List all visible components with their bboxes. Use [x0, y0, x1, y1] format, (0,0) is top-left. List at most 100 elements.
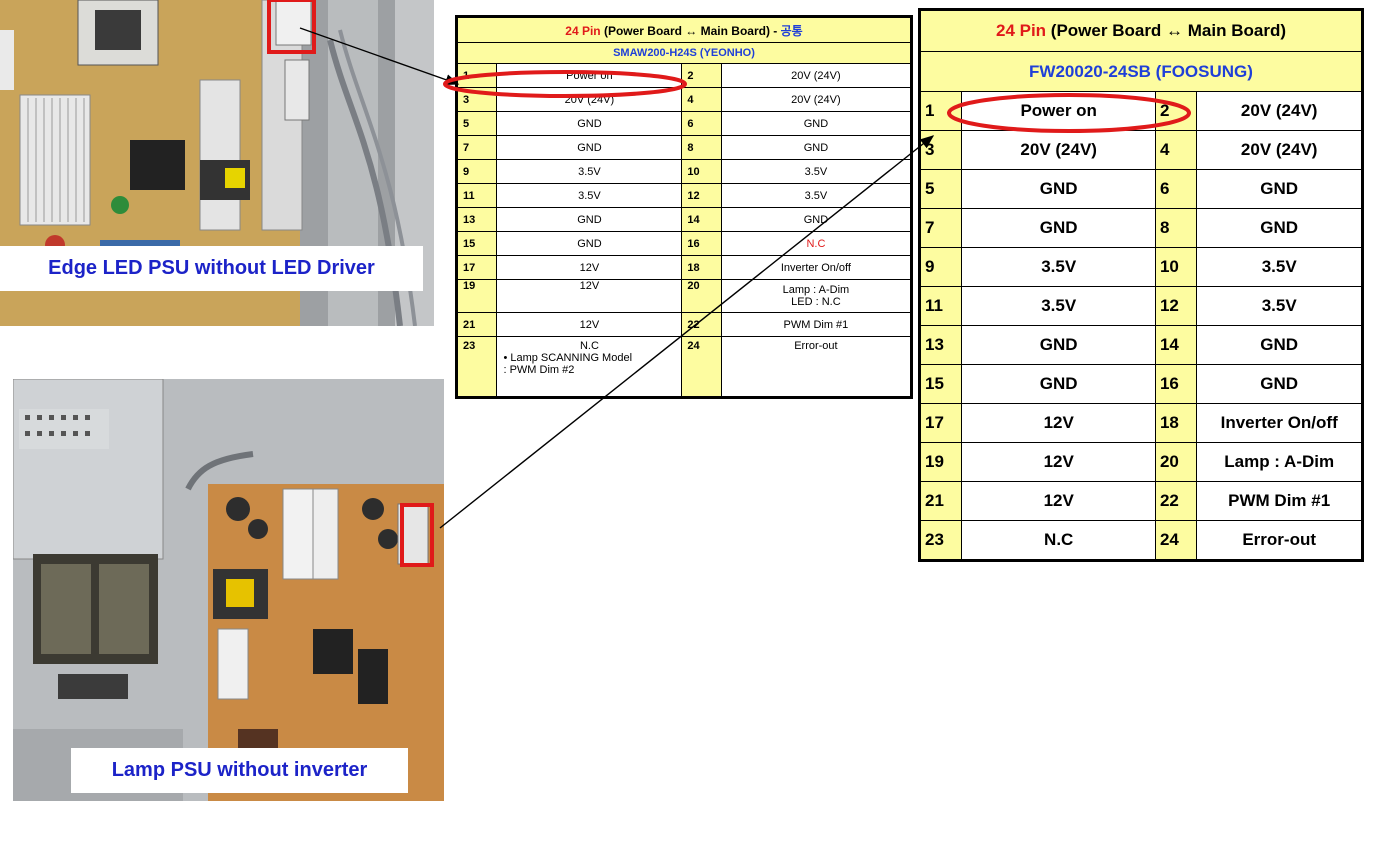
- text-span: (Power Board ↔ Main Board): [1046, 21, 1286, 40]
- lamp-psu-label: Lamp PSU without inverter: [71, 748, 408, 793]
- pin-signal-cell: N.C: [720, 231, 913, 256]
- pin-signal-cell: Inverter On/off: [1196, 403, 1363, 443]
- pin-number-cell: 22: [681, 312, 722, 337]
- lamp-psu-board-image: [13, 379, 444, 801]
- pin-number-cell: 20: [1154, 442, 1198, 482]
- pin-number-cell: 10: [681, 159, 722, 184]
- pin-signal-cell: 20V (24V): [1196, 130, 1363, 170]
- pin-number-cell: 18: [681, 255, 722, 280]
- foosung-pin-table: 24 Pin (Power Board ↔ Main Board) FW2002…: [918, 8, 1364, 562]
- pin-signal-cell: 3.5V: [496, 159, 683, 184]
- foosung-table-title: 24 Pin (Power Board ↔ Main Board): [919, 9, 1363, 52]
- pin-signal-cell: Power on: [496, 63, 683, 88]
- pin-signal-cell: 12V: [496, 279, 683, 313]
- pin-signal-cell: Error-out: [1196, 520, 1363, 561]
- pin-number-cell: 10: [1154, 247, 1198, 287]
- connector-highlight-box-lower: [400, 503, 434, 567]
- pin-signal-cell: PWM Dim #1: [1196, 481, 1363, 521]
- pin-number-cell: 12: [1154, 286, 1198, 326]
- pin-signal-cell: GND: [720, 135, 913, 160]
- pin-signal-cell: 3.5V: [496, 183, 683, 208]
- pin-number-cell: 16: [1154, 364, 1198, 404]
- pin-signal-cell: 12V: [961, 442, 1156, 482]
- pin-number-cell: 2: [681, 63, 722, 88]
- pin-signal-cell: GND: [961, 364, 1156, 404]
- pin-signal-cell: GND: [496, 207, 683, 232]
- pin-number-cell: 11: [455, 183, 498, 208]
- pin-signal-cell: GND: [496, 231, 683, 256]
- pin-signal-cell: N.C: [961, 520, 1156, 561]
- lamp-psu-photo: Lamp PSU without inverter: [13, 379, 444, 801]
- pin-signal-cell: GND: [1196, 364, 1363, 404]
- pin-signal-cell: 20V (24V): [961, 130, 1156, 170]
- edge-led-psu-label: Edge LED PSU without LED Driver: [0, 246, 423, 291]
- foosung-table-subtitle: FW20020-24SB (FOOSUNG): [919, 51, 1363, 92]
- pin-number-cell: 18: [1154, 403, 1198, 443]
- pin-signal-cell: 3.5V: [1196, 286, 1363, 326]
- text-span: • Lamp SCANNING Model: [503, 352, 633, 364]
- text-span: N.C: [579, 340, 599, 352]
- connector-highlight-box: [267, 0, 316, 54]
- pin-number-cell: 15: [918, 364, 963, 404]
- pin-number-cell: 17: [455, 255, 498, 280]
- pin-number-cell: 17: [918, 403, 963, 443]
- pin-number-cell: 11: [918, 286, 963, 326]
- text-span: LED : N.C: [791, 296, 841, 308]
- pin-signal-cell: 3.5V: [1196, 247, 1363, 287]
- pin-number-cell: 21: [455, 312, 498, 337]
- pin-number-cell: 3: [455, 87, 498, 112]
- pin-signal-cell: Error-out: [720, 336, 913, 398]
- pin-number-cell: 3: [918, 130, 963, 170]
- pin-number-cell: 9: [455, 159, 498, 184]
- pin-signal-cell: 3.5V: [961, 286, 1156, 326]
- pin-signal-cell: GND: [720, 207, 913, 232]
- pin-number-cell: 16: [681, 231, 722, 256]
- pin-number-cell: 14: [681, 207, 722, 232]
- text-span: (Power Board ↔ Main Board) -: [600, 23, 781, 38]
- pin-signal-cell: 20V (24V): [720, 87, 913, 112]
- pin-signal-cell: 20V (24V): [496, 87, 683, 112]
- pin-number-cell: 21: [918, 481, 963, 521]
- pin-number-cell: 1: [918, 91, 963, 131]
- pin-signal-cell: 3.5V: [720, 183, 913, 208]
- pin-number-cell: 9: [918, 247, 963, 287]
- text-span: 공통: [780, 23, 803, 38]
- pin-signal-cell: 3.5V: [720, 159, 913, 184]
- yeonho-table-title: 24 Pin (Power Board ↔ Main Board) - 공통: [456, 16, 912, 43]
- pin-signal-cell: GND: [961, 208, 1156, 248]
- pin-signal-cell: GND: [961, 325, 1156, 365]
- pin-number-cell: 19: [455, 279, 498, 313]
- pin-number-cell: 24: [1154, 520, 1198, 561]
- pin-signal-cell: GND: [1196, 325, 1363, 365]
- yeonho-pin-table: 24 Pin (Power Board ↔ Main Board) - 공통 S…: [455, 15, 913, 399]
- pin-signal-cell: N.C• Lamp SCANNING Model: PWM Dim #2: [496, 336, 683, 398]
- pin-number-cell: 7: [455, 135, 498, 160]
- pin-signal-cell: GND: [496, 135, 683, 160]
- pin-signal-cell: 12V: [961, 481, 1156, 521]
- pin-number-cell: 6: [681, 111, 722, 136]
- pin-number-cell: 5: [918, 169, 963, 209]
- pin-signal-cell: 12V: [496, 255, 683, 280]
- pin-number-cell: 13: [918, 325, 963, 365]
- pin-number-cell: 12: [681, 183, 722, 208]
